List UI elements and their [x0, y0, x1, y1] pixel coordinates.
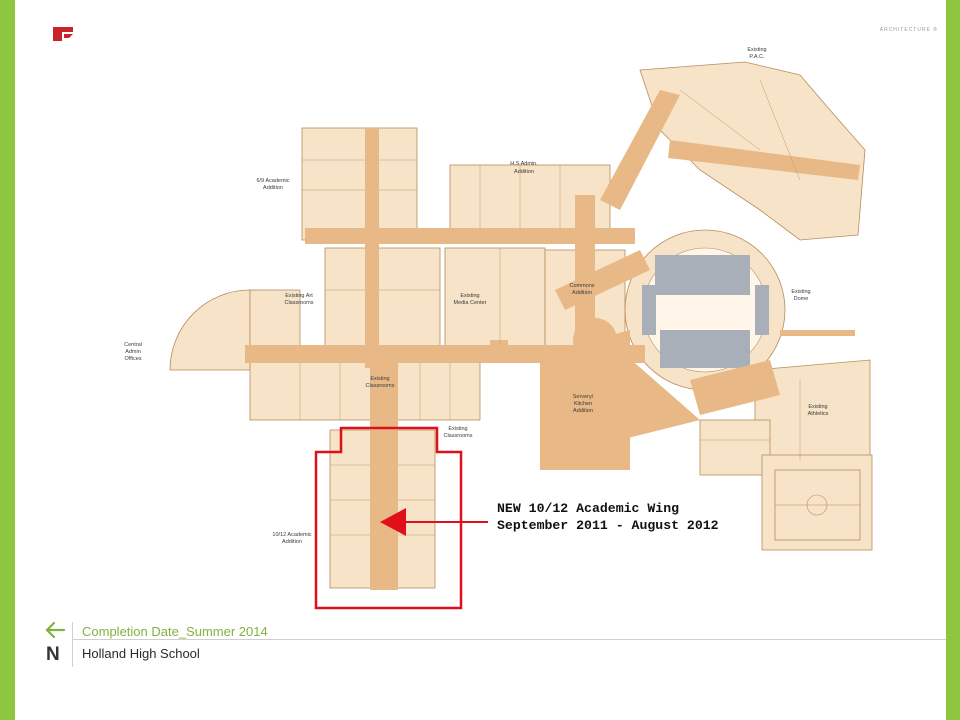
label-existing-classrooms-1: Existing [370, 376, 389, 382]
label-athletics-2: Athletics [808, 411, 829, 417]
label-existing-classrooms-b1: Existing [448, 426, 467, 432]
new-wing-highlight [314, 426, 463, 610]
callout-arrow-head [380, 508, 406, 536]
label-athletics-1: Existing [808, 404, 827, 410]
label-existing-classrooms-b2: Classrooms [443, 433, 472, 439]
bleachers-top [655, 255, 750, 295]
label-pac-1: Existing [747, 47, 766, 53]
label-art-2: Classrooms [284, 300, 313, 306]
label-69-academic-2: Addition [263, 185, 283, 191]
right-green-border [946, 0, 960, 720]
label-media-1: Existing [460, 293, 479, 299]
label-dome-1: Existing [791, 289, 810, 295]
label-commons-2: Addition [572, 290, 592, 296]
callout-line-2: September 2011 - August 2012 [497, 518, 719, 533]
label-central-admin-1: Central [124, 342, 142, 348]
label-existing-classrooms-2: Classrooms [365, 383, 394, 389]
footer-vertical-divider [72, 622, 73, 667]
label-dome-2: Dome [794, 296, 809, 302]
bleachers-bottom [660, 330, 750, 368]
footer-divider [72, 639, 946, 640]
back-arrow-icon[interactable] [44, 620, 66, 640]
new-wing-callout: NEW 10/12 Academic Wing September 2011 -… [497, 500, 719, 534]
completion-date: Completion Date_Summer 2014 [82, 624, 268, 639]
left-green-border [0, 0, 15, 720]
label-69-academic-1: 6/9 Academic [256, 178, 289, 184]
firm-logo-icon [53, 27, 73, 41]
label-hs-admin-2: Addition [514, 169, 534, 175]
north-n-icon: N [46, 644, 60, 665]
label-media-2: Media Center [453, 300, 486, 306]
label-servery-1: Servery/ [573, 394, 594, 400]
firm-tag: ARCHITECTURE ® [879, 27, 938, 33]
corridors [245, 90, 860, 590]
callout-line-1: NEW 10/12 Academic Wing [497, 501, 680, 516]
label-servery-3: Addition [573, 408, 593, 414]
label-pac-2: P.A.C. [749, 54, 765, 60]
label-1012-academic-2: Addition [282, 539, 302, 545]
label-hs-admin-1: H.S Admin. [510, 161, 538, 167]
label-central-admin-3: Offices [124, 356, 141, 362]
school-name: Holland High School [82, 646, 200, 661]
label-art-1: Existing Art [285, 293, 313, 299]
label-1012-academic-1: 10/12 Academic [272, 532, 311, 538]
label-servery-2: Kitchen [574, 401, 592, 407]
label-commons-1: Commons [569, 283, 594, 289]
label-central-admin-2: Admin [125, 349, 141, 355]
